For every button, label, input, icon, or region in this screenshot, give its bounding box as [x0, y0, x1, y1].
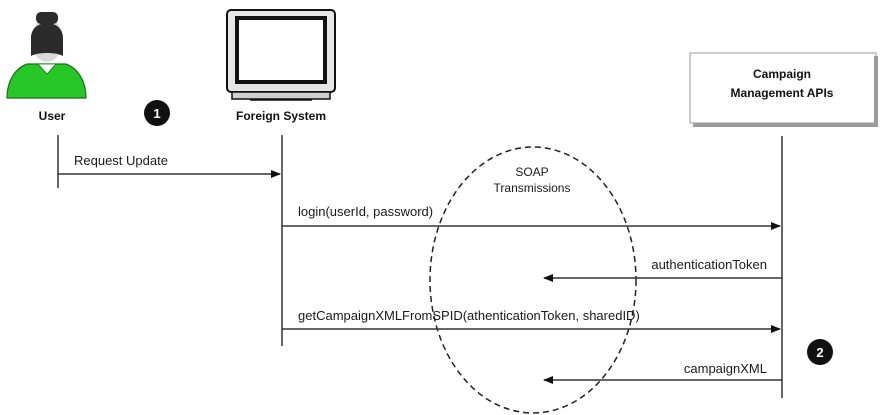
message-label-campaign-xml: campaignXML [684, 361, 767, 376]
monitor-icon [226, 9, 336, 101]
user-icon [6, 12, 87, 99]
step-marker-1-number: 1 [153, 106, 160, 121]
step-marker-2: 2 [807, 339, 833, 365]
message-label-request-update: Request Update [74, 153, 168, 168]
campaign-apis-box: Campaign Management APIs [689, 52, 878, 127]
campaign-apis-label-line1: Campaign [753, 67, 811, 81]
step-marker-2-number: 2 [816, 345, 823, 360]
user-label: User [39, 109, 66, 123]
message-label-get-campaign-xml: getCampaignXMLFromSPID(athenticationToke… [298, 308, 640, 323]
foreign-system-label: Foreign System [236, 109, 326, 123]
step-marker-1: 1 [144, 100, 170, 126]
soap-label-line1: SOAP [515, 165, 548, 179]
soap-label-line2: Transmissions [494, 181, 571, 195]
message-label-authentication-token: authenticationToken [651, 257, 767, 272]
message-label-login: login(userId, password) [298, 204, 433, 219]
campaign-apis-label-line2: Management APIs [731, 86, 834, 100]
soap-ellipse [429, 146, 637, 414]
